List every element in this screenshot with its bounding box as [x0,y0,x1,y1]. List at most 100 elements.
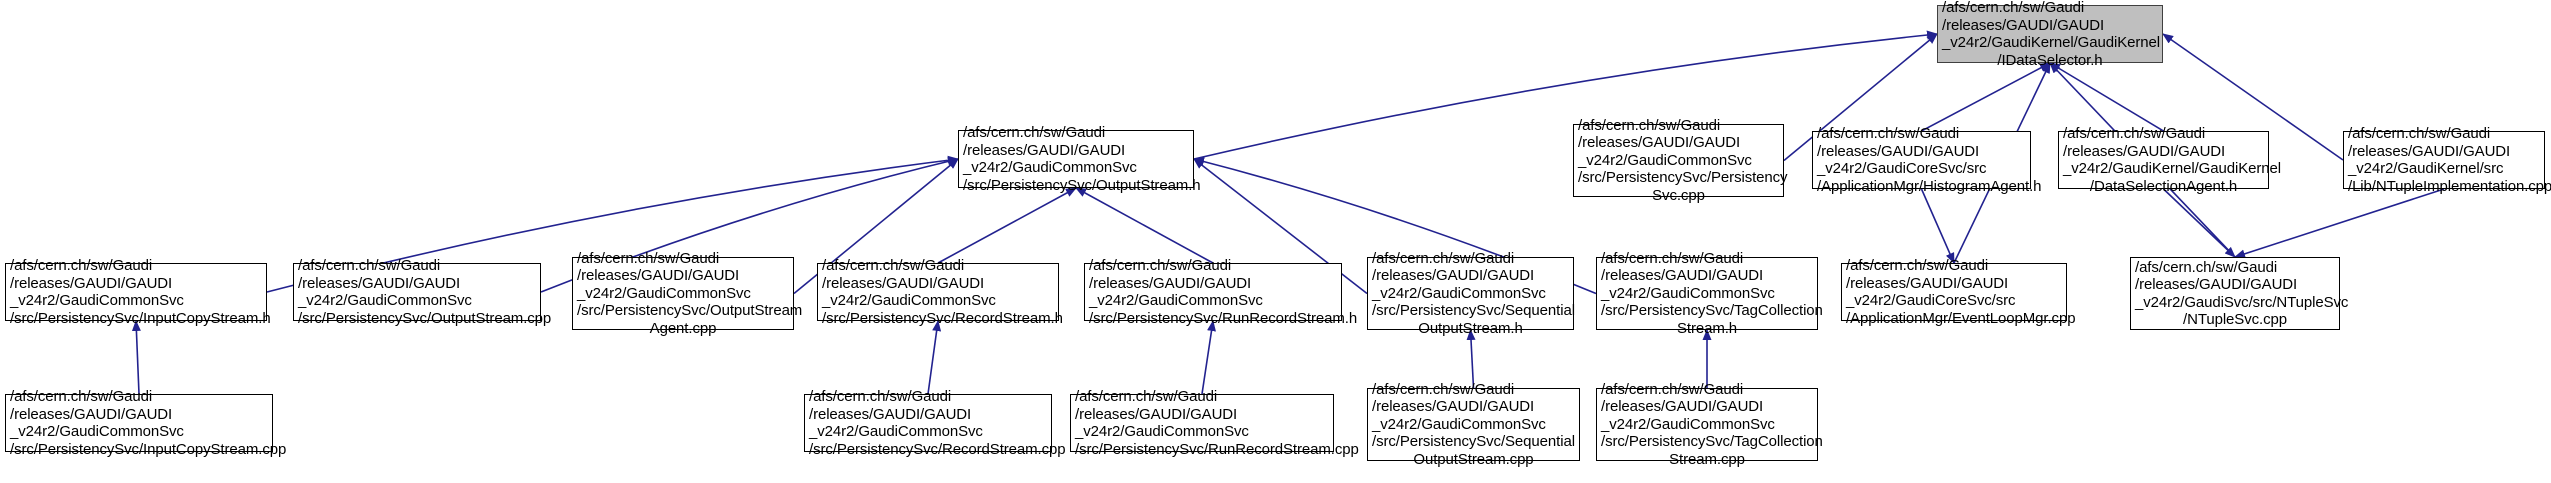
graph-node-line: Agent.cpp [649,319,717,337]
graph-node-persistencysvc-cpp[interactable]: /afs/cern.ch/sw/Gaudi/releases/GAUDI/GAU… [1573,117,1788,204]
graph-node-line: /afs/cern.ch/sw/Gaudi [1817,125,1960,142]
graph-node-recordstream-cpp[interactable]: /afs/cern.ch/sw/Gaudi/releases/GAUDI/GAU… [804,388,1066,458]
graph-node-line: /releases/GAUDI/GAUDI [1089,274,1252,292]
graph-node-outputstream-cpp[interactable]: /afs/cern.ch/sw/Gaudi/releases/GAUDI/GAU… [293,257,551,327]
graph-node-line: /afs/cern.ch/sw/Gaudi [10,388,153,405]
graph-node-line: /releases/GAUDI/GAUDI [1846,274,2009,292]
graph-node-ntuplesvc-cpp[interactable]: /afs/cern.ch/sw/Gaudi/releases/GAUDI/GAU… [2130,257,2349,330]
graph-node-line: /afs/cern.ch/sw/Gaudi [1372,380,1515,398]
graph-node-line: /src/PersistencySvc/RecordStream.h [822,309,1063,327]
graph-node-line: /releases/GAUDI/GAUDI [10,274,173,292]
graph-node-line: /ApplicationMgr/EventLoopMgr.cpp [1846,309,2076,327]
graph-node-line: _v24r2/GaudiCoreSvc/src [1846,292,2016,309]
graph-node-line: /afs/cern.ch/sw/Gaudi [1089,257,1232,274]
graph-node-sequentialoutputstream-h[interactable]: /afs/cern.ch/sw/Gaudi/releases/GAUDI/GAU… [1367,250,1575,337]
graph-node-line: _v24r2/GaudiCommonSvc [822,292,996,309]
graph-node-line: /afs/cern.ch/sw/Gaudi [809,388,952,405]
graph-node-histogramagent-h[interactable]: /afs/cern.ch/sw/Gaudi/releases/GAUDI/GAU… [1812,125,2042,195]
graph-node-line: /src/PersistencySvc/RecordStream.cpp [809,440,1066,458]
graph-node-line: /afs/cern.ch/sw/Gaudi [10,257,153,274]
graph-node-recordstream-h[interactable]: /afs/cern.ch/sw/Gaudi/releases/GAUDI/GAU… [817,257,1063,327]
graph-node-line: /releases/GAUDI/GAUDI [1601,398,1764,416]
graph-node-line: /afs/cern.ch/sw/Gaudi [1601,380,1744,398]
graph-node-line: /releases/GAUDI/GAUDI [2135,276,2298,293]
graph-node-line: _v24r2/GaudiCommonSvc [1075,423,1249,440]
graph-node-line: Stream.h [1676,319,1738,337]
graph-node-outputstream-h[interactable]: /afs/cern.ch/sw/Gaudi/releases/GAUDI/GAU… [958,124,1201,194]
graph-node-inputcopystream-h[interactable]: /afs/cern.ch/sw/Gaudi/releases/GAUDI/GAU… [5,257,271,327]
graph-node-line: /src/PersistencySvc/TagCollection [1601,433,1823,451]
graph-node-line: _v24r2/GaudiSvc/src/NTupleSvc [2135,293,2349,311]
graph-node-line: _v24r2/GaudiKernel/GaudiKernel [1942,34,2160,51]
graph-node-idataselector-h[interactable]: /afs/cern.ch/sw/Gaudi/releases/GAUDI/GAU… [1937,0,2163,69]
graph-edge-runrecordstream-cpp-to-runrecordstream-h [1201,320,1216,395]
graph-node-line: /src/PersistencySvc/Sequential [1372,433,1575,451]
graph-node-line: /src/PersistencySvc/OutputStream.h [963,176,1201,194]
graph-node-eventloopmgr-cpp[interactable]: /afs/cern.ch/sw/Gaudi/releases/GAUDI/GAU… [1841,257,2076,327]
graph-node-line: /afs/cern.ch/sw/Gaudi [298,257,441,274]
graph-node-runrecordstream-cpp[interactable]: /afs/cern.ch/sw/Gaudi/releases/GAUDI/GAU… [1070,388,1359,458]
graph-node-line: /afs/cern.ch/sw/Gaudi [822,257,965,274]
graph-node-line: _v24r2/GaudiCommonSvc [10,423,184,440]
graph-node-line: /src/PersistencySvc/TagCollection [1601,302,1823,320]
graph-node-line: _v24r2/GaudiCommonSvc [963,159,1137,176]
graph-edge-runrecordstream-h-to-outputstream-h [1075,187,1214,264]
graph-node-line: /Lib/NTupleImplementation.cpp [2348,177,2551,195]
graph-node-line: /DataSelectionAgent.h [2089,177,2238,195]
graph-node-sequentialoutputstream-cpp[interactable]: /afs/cern.ch/sw/Gaudi/releases/GAUDI/GAU… [1367,381,1580,468]
graph-node-line: /releases/GAUDI/GAUDI [1817,142,1980,160]
graph-node-line: Svc.cpp [1652,186,1705,204]
graph-node-line: /afs/cern.ch/sw/Gaudi [1372,249,1515,267]
graph-node-line: _v24r2/GaudiCommonSvc [809,423,983,440]
graph-node-line: /releases/GAUDI/GAUDI [577,267,740,285]
graph-node-line: /afs/cern.ch/sw/Gaudi [963,124,1106,141]
graph-node-tagcollectionstream-cpp[interactable]: /afs/cern.ch/sw/Gaudi/releases/GAUDI/GAU… [1596,381,1823,468]
graph-node-line: /afs/cern.ch/sw/Gaudi [1578,116,1721,134]
graph-node-line: /releases/GAUDI/GAUDI [1372,267,1535,285]
graph-edge-recordstream-h-to-outputstream-h [937,187,1077,264]
graph-node-line: /releases/GAUDI/GAUDI [963,141,1126,159]
graph-edge-histogramagent-h-to-idataselector-h [1921,62,2051,132]
graph-node-line: OutputStream.cpp [1413,450,1534,468]
graph-node-line: /afs/cern.ch/sw/Gaudi [2135,258,2278,276]
graph-node-line: /src/PersistencySvc/InputCopyStream.cpp [10,440,287,458]
graph-node-line: _v24r2/GaudiCommonSvc [1578,151,1752,169]
graph-node-tagcollectionstream-h[interactable]: /afs/cern.ch/sw/Gaudi/releases/GAUDI/GAU… [1596,250,1823,337]
graph-node-dataselectionagent-h[interactable]: /afs/cern.ch/sw/Gaudi/releases/GAUDI/GAU… [2058,125,2281,195]
graph-node-line: /src/PersistencySvc/RunRecordStream.h [1089,309,1358,327]
graph-node-line: /src/PersistencySvc/OutputStream [577,302,803,320]
graph-node-line: /releases/GAUDI/GAUDI [2348,142,2511,160]
graph-node-line: /ApplicationMgr/HistogramAgent.h [1817,177,2042,195]
graph-node-line: /afs/cern.ch/sw/Gaudi [1846,257,1989,274]
graph-node-line: /releases/GAUDI/GAUDI [1075,405,1238,423]
graph-node-line: /NTupleSvc.cpp [2183,311,2287,328]
graph-node-line: /releases/GAUDI/GAUDI [298,274,461,292]
graph-node-line: /afs/cern.ch/sw/Gaudi [1942,0,2085,16]
graph-node-line: _v24r2/GaudiCommonSvc [1372,284,1546,302]
graph-node-line: _v24r2/GaudiCommonSvc [1089,292,1263,309]
graph-node-line: _v24r2/GaudiKernel/src [2348,160,2504,177]
graph-node-line: /releases/GAUDI/GAUDI [1578,134,1741,152]
graph-node-ntupleimplementation-cpp[interactable]: /afs/cern.ch/sw/Gaudi/releases/GAUDI/GAU… [2343,125,2551,195]
graph-edge-sequentialoutputstream-cpp-to-sequentialoutputstream-h [1466,329,1476,389]
graph-node-line: /src/PersistencySvc/OutputStream.cpp [298,309,552,327]
graph-node-line: /releases/GAUDI/GAUDI [2063,142,2226,160]
graph-node-line: /releases/GAUDI/GAUDI [809,405,972,423]
graph-node-runrecordstream-h[interactable]: /afs/cern.ch/sw/Gaudi/releases/GAUDI/GAU… [1084,257,1357,327]
graph-node-line: /releases/GAUDI/GAUDI [822,274,985,292]
graph-node-line: _v24r2/GaudiCoreSvc/src [1817,160,1987,177]
graph-node-line: /afs/cern.ch/sw/Gaudi [2348,125,2491,142]
graph-node-outputstreamagent-cpp[interactable]: /afs/cern.ch/sw/Gaudi/releases/GAUDI/GAU… [572,250,803,337]
graph-edge-histogramagent-h-to-eventloopmgr-cpp [1920,188,1955,264]
graph-node-line: /releases/GAUDI/GAUDI [1942,16,2105,34]
graph-edge-recordstream-cpp-to-recordstream-h [927,320,942,395]
graph-node-line: /afs/cern.ch/sw/Gaudi [1075,388,1218,405]
graph-node-line: /releases/GAUDI/GAUDI [1601,267,1764,285]
graph-node-inputcopystream-cpp[interactable]: /afs/cern.ch/sw/Gaudi/releases/GAUDI/GAU… [5,388,286,458]
graph-node-line: /afs/cern.ch/sw/Gaudi [577,249,720,267]
graph-node-line: _v24r2/GaudiCommonSvc [1372,415,1546,433]
graph-node-line: _v24r2/GaudiCommonSvc [298,292,472,309]
graph-node-line: /releases/GAUDI/GAUDI [10,405,173,423]
graph-node-line: Stream.cpp [1669,450,1745,468]
